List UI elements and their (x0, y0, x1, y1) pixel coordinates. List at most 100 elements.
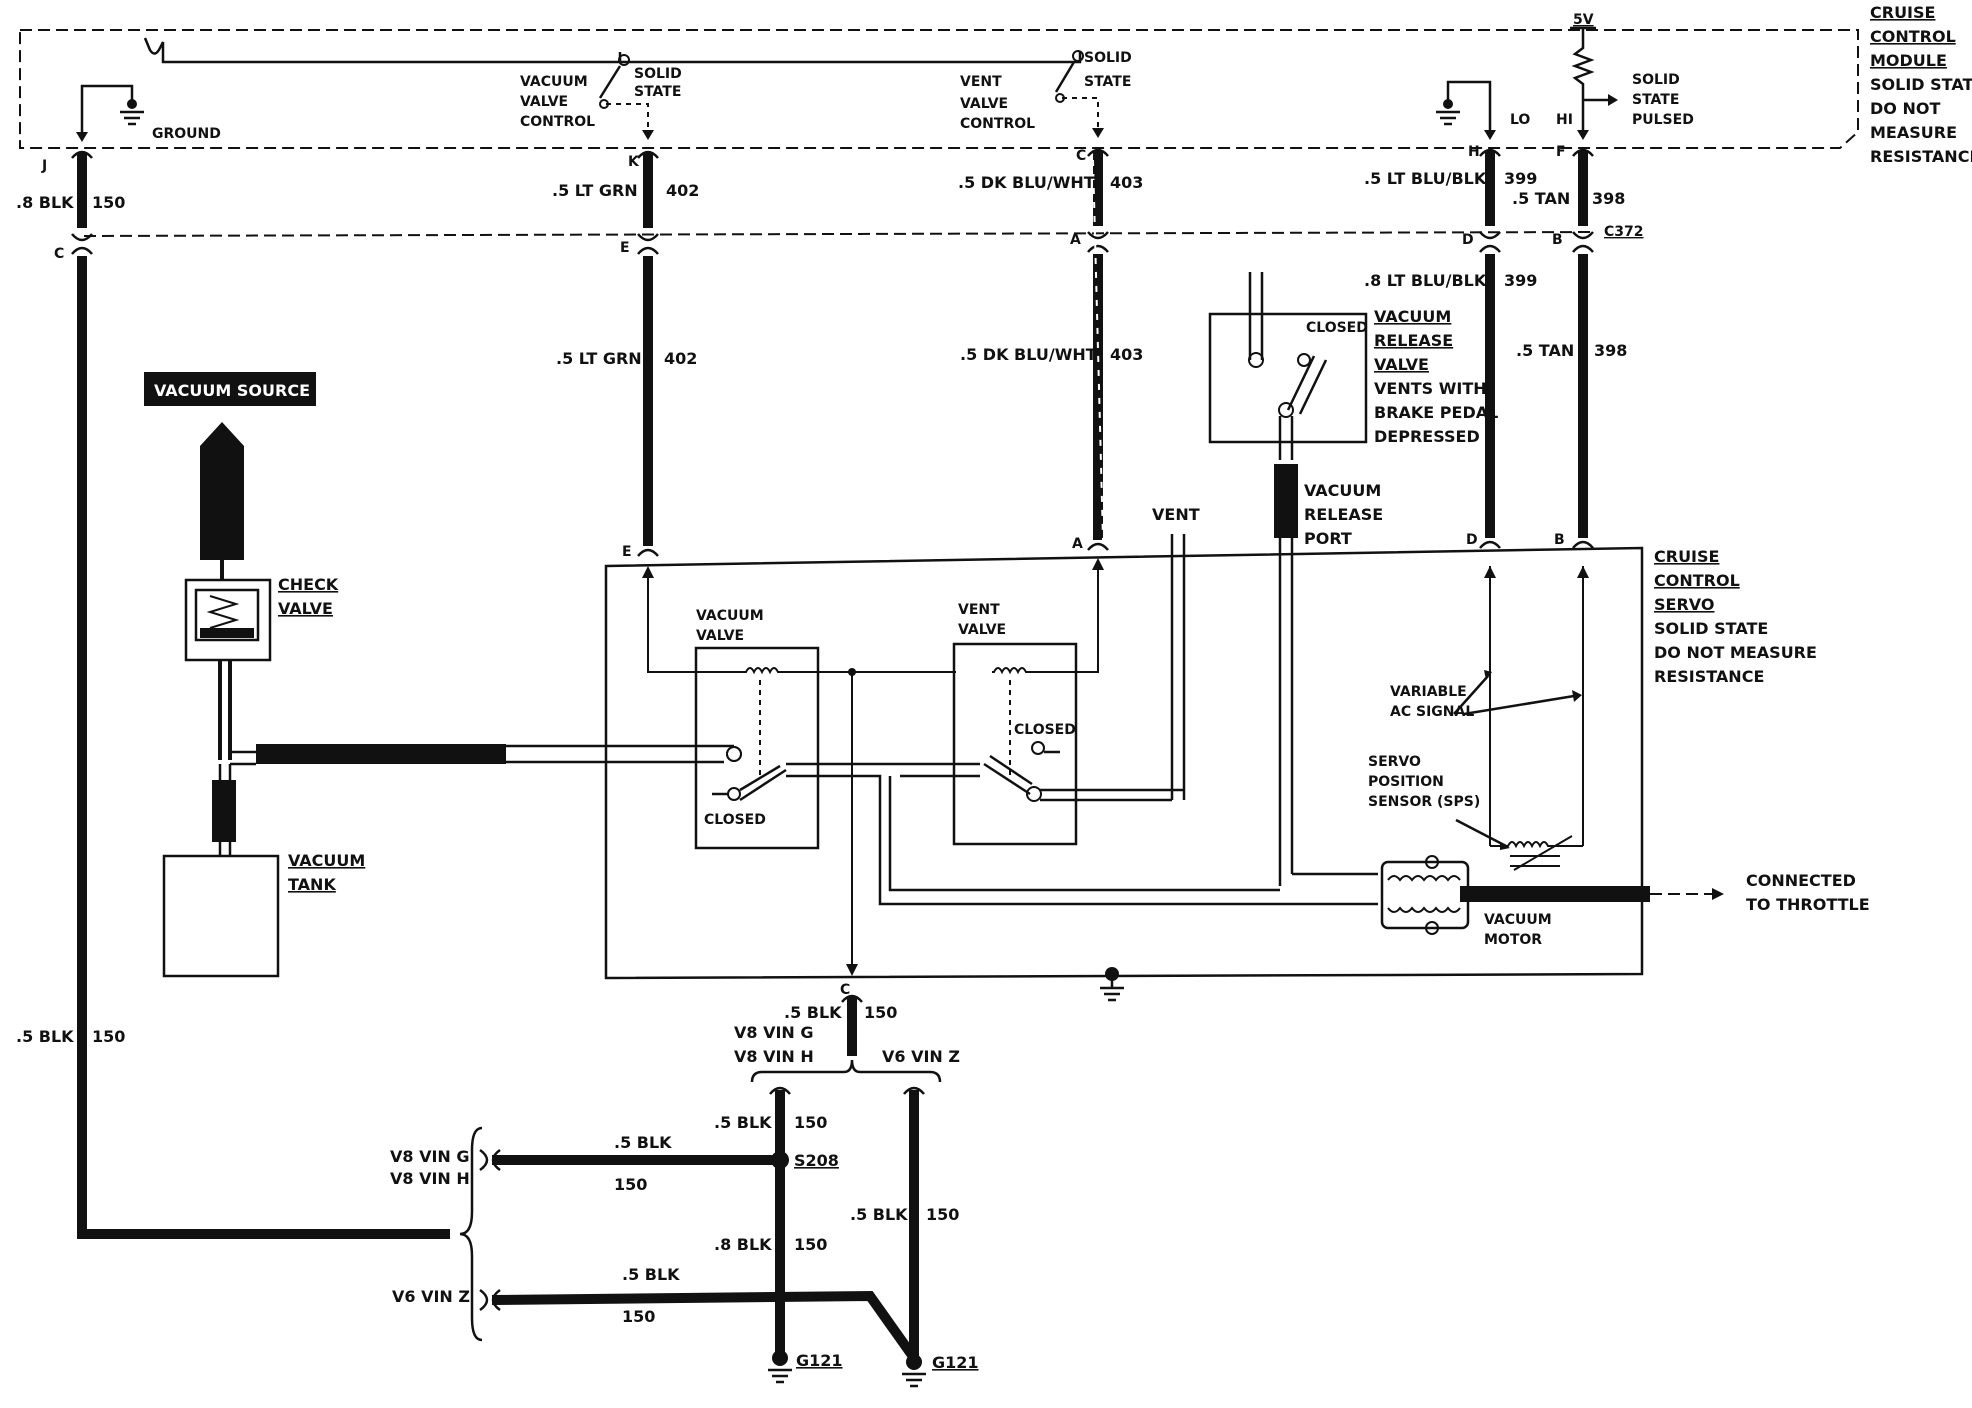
wire-left-gauge: .5 BLK (16, 1027, 74, 1046)
vacuum-source: VACUUM SOURCE (144, 372, 316, 580)
servo-pin-e: E (622, 544, 632, 560)
v6-drop-gauge: .5 BLK (850, 1205, 908, 1224)
servo-gnd-circuit: 150 (864, 1003, 897, 1022)
release-note-3: DEPRESSED (1374, 427, 1480, 446)
wire-c-lower-circuit: 403 (1110, 345, 1143, 364)
servo-note-2: DO NOT MEASURE (1654, 643, 1817, 662)
check-valve (184, 578, 272, 760)
ground-g121-left: G121 (768, 1350, 843, 1384)
variant-v8g-top: V8 VIN G (734, 1023, 814, 1042)
hi-label: HI (1556, 112, 1573, 128)
servo-vacuum-valve: CLOSED (694, 646, 820, 850)
wire-h-lower-circuit: 399 (1504, 271, 1537, 290)
release-title-1: VACUUM (1374, 307, 1451, 326)
servo-pin-c: C (840, 982, 850, 998)
module-note-3: MEASURE (1870, 123, 1957, 142)
wire-f-upper-circuit: 398 (1592, 189, 1625, 208)
servo-vacuum-closed: CLOSED (704, 812, 766, 828)
servo-vent-valve-2: VALVE (958, 622, 1006, 638)
vacuum-valve-control-1: VACUUM (520, 74, 588, 90)
servo-title-1: CRUISE (1654, 547, 1719, 566)
wire-f-lower-circuit: 398 (1594, 341, 1627, 360)
wire-h-upper-circuit: 399 (1504, 169, 1537, 188)
s208-up-gauge: .5 BLK (714, 1113, 772, 1132)
vacuum-solid-state-1: SOLID (634, 66, 682, 82)
module-pin-f: F (1556, 144, 1566, 160)
wire-h-399 (1479, 148, 1501, 549)
vacuum-release-port (1274, 464, 1298, 886)
c372-id: C372 (1604, 224, 1644, 240)
release-title-2: RELEASE (1374, 331, 1453, 350)
sps-lo-ground (1436, 80, 1496, 140)
servo-title-3: SERVO (1654, 595, 1714, 614)
wire-f-lower-gauge: .5 TAN (1516, 341, 1574, 360)
cruise-control-servo: E A D B CLOSED VACUUM VALVE (604, 532, 1724, 1002)
wire-c-403 (1087, 148, 1109, 551)
g121-left-label: G121 (796, 1351, 843, 1370)
ground-g121-right: G121 (902, 1353, 979, 1388)
release-title-3: VALVE (1374, 355, 1429, 374)
wire-h-lower-gauge: .8 LT BLU/BLK (1364, 271, 1487, 290)
connector-c372: C E A D B C372 (54, 224, 1644, 262)
servo-note-3: RESISTANCE (1654, 667, 1764, 686)
variant-v6z: V6 VIN Z (392, 1287, 470, 1306)
wire-h-upper-gauge: .5 LT BLU/BLK (1364, 169, 1487, 188)
check-valve-2: VALVE (278, 599, 333, 618)
pulsed-3: PULSED (1632, 112, 1694, 128)
v6-drop-circuit: 150 (926, 1205, 959, 1224)
check-valve-1: CHECK (278, 575, 339, 594)
wire-k-upper-circuit: 402 (666, 181, 699, 200)
wire-servo-ground (750, 994, 942, 1083)
servo-vent-valve-1: VENT (958, 602, 1000, 618)
wire-k-402 (637, 150, 659, 557)
module-note-2: DO NOT (1870, 99, 1940, 118)
vent-solid-state-2: STATE (1084, 74, 1131, 90)
wire-j-150 (71, 150, 450, 1239)
variant-v6z-top: V6 VIN Z (882, 1047, 960, 1066)
servo-pin-a: A (1072, 536, 1083, 552)
vacuum-valve-control-2: VALVE (520, 94, 568, 110)
module-note-4: RESISTANCE (1870, 147, 1972, 166)
servo-vent-closed: CLOSED (1014, 722, 1076, 738)
vacuum-motor-1: VACUUM (1484, 912, 1552, 928)
variable-ac-2: AC SIGNAL (1390, 704, 1474, 720)
throttle-1: CONNECTED (1746, 871, 1856, 890)
module-title-1: CRUISE (1870, 3, 1935, 22)
wire-c-upper-gauge: .5 DK BLU/WHT (958, 173, 1095, 192)
release-note-2: BRAKE PEDAL (1374, 403, 1498, 422)
servo-gnd-gauge: .5 BLK (784, 1003, 842, 1022)
v6-branch-circuit: 150 (622, 1307, 655, 1326)
vacuum-motor-2: MOTOR (1484, 932, 1542, 948)
vent-valve-control-1: VENT (960, 74, 1002, 90)
servo-vacuum-valve-2: VALVE (696, 628, 744, 644)
vacuum-tank (162, 764, 280, 978)
vacuum-tank-1: VACUUM (288, 851, 365, 870)
module-title-2: CONTROL (1870, 27, 1956, 46)
wire-k-lower-gauge: .5 LT GRN (556, 349, 642, 368)
vacuum-hose-main (230, 744, 742, 766)
sps-hi-supply (1570, 26, 1618, 140)
servo-position-sensor (1453, 566, 1589, 871)
ground-label: GROUND (152, 126, 221, 142)
c372-pin-c: C (54, 246, 64, 262)
vent-pipe: VENT (1152, 505, 1200, 800)
servo-vacuum-valve-1: VACUUM (696, 608, 764, 624)
wire-k-upper-gauge: .5 LT GRN (552, 181, 638, 200)
v6-branch-gauge: .5 BLK (622, 1265, 680, 1284)
servo-title-2: CONTROL (1654, 571, 1740, 590)
module-pin-k: K (628, 154, 640, 170)
servo-ground-symbol (1100, 967, 1124, 1002)
vacuum-release-valve: CLOSED (1208, 272, 1368, 460)
splice-s208: S208 (794, 1151, 839, 1170)
sps-1: SERVO (1368, 754, 1421, 770)
module-pin-j: J (41, 158, 47, 174)
wire-f-upper-gauge: .5 TAN (1512, 189, 1570, 208)
wire-v6-branch (479, 1288, 919, 1361)
wire-v6-ground (903, 1086, 925, 1358)
release-port-3: PORT (1304, 529, 1352, 548)
servo-note-1: SOLID STATE (1654, 619, 1768, 638)
release-port-2: RELEASE (1304, 505, 1383, 524)
g121-right-label: G121 (932, 1353, 979, 1372)
wire-left-circuit: 150 (92, 1027, 125, 1046)
